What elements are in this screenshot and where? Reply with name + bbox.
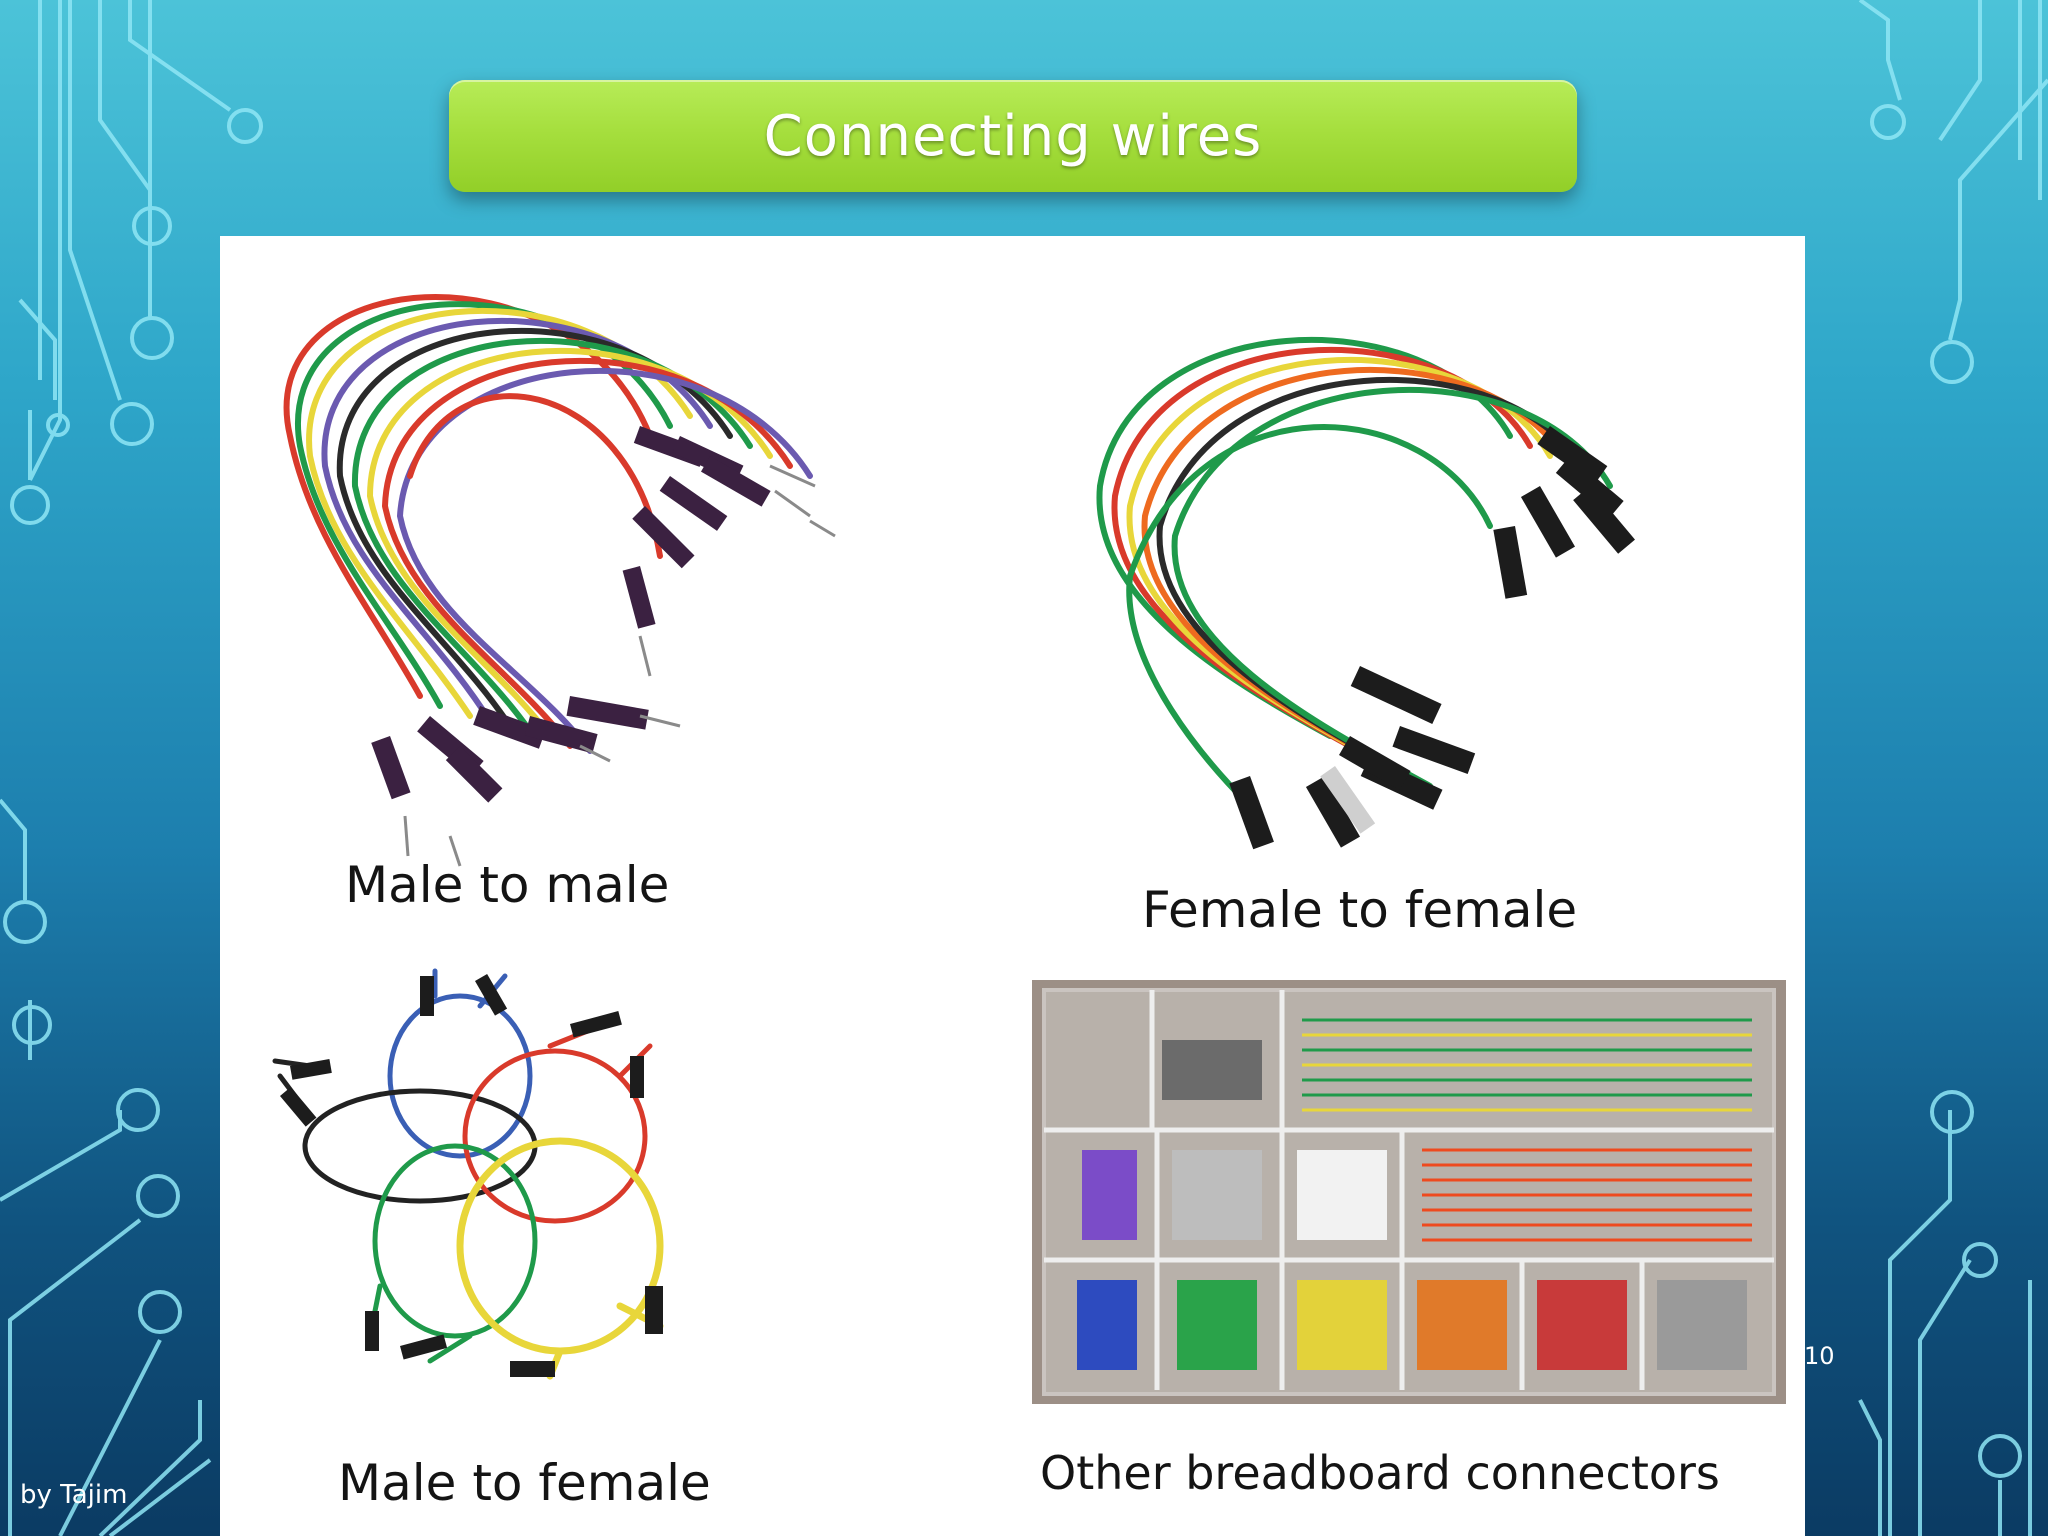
- caption-female-to-female: Female to female: [1142, 881, 1578, 939]
- caption-other-breadboard-connectors: Other breadboard connectors: [1040, 1446, 1720, 1500]
- page-number: 10: [1804, 1342, 1835, 1370]
- male-to-female-wires-image: [272, 968, 664, 1380]
- caption-male-to-female: Male to female: [338, 1454, 711, 1512]
- caption-male-to-male: Male to male: [345, 856, 670, 914]
- female-to-female-wires-image: [1096, 336, 1635, 850]
- slide-title: Connecting wires: [763, 103, 1263, 169]
- male-to-male-wires-image: [283, 294, 836, 867]
- title-bar: Connecting wires: [449, 80, 1577, 192]
- footer-author: by Tajim: [20, 1480, 128, 1510]
- content-panel: Male to male: [220, 236, 1805, 1536]
- breadboard-connectors-image: [1032, 980, 1786, 1404]
